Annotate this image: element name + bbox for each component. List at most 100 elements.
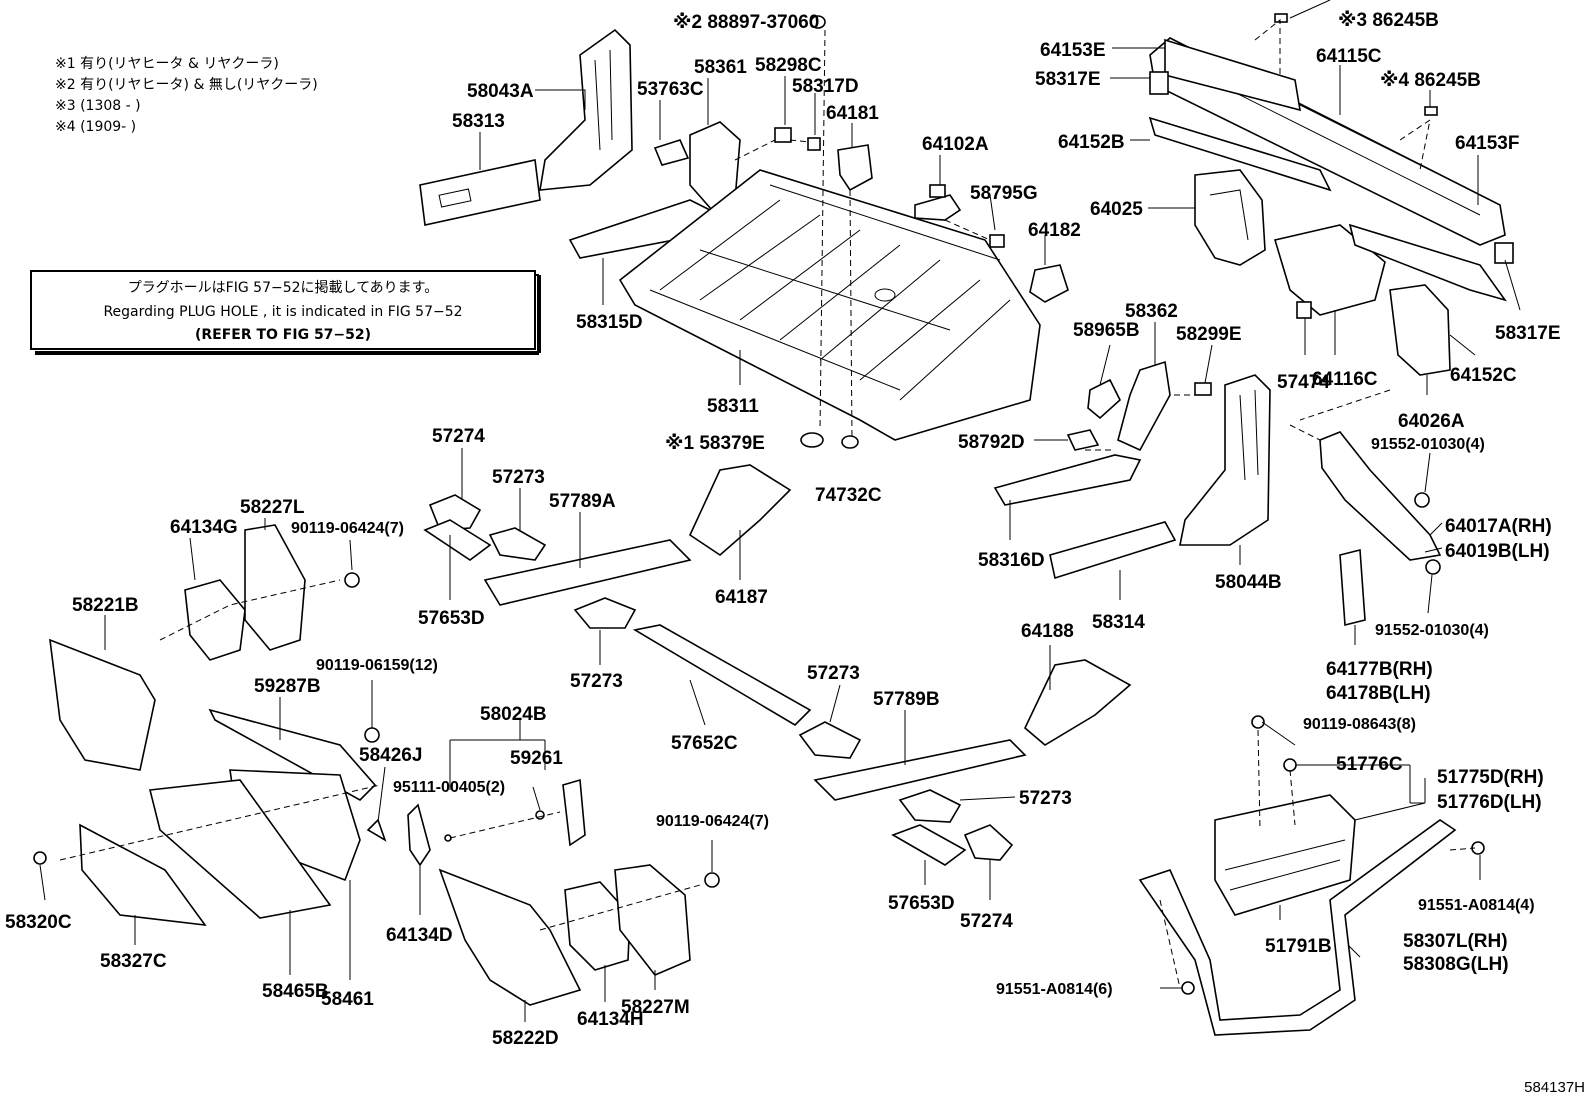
- part-64102a-shape: [914, 194, 962, 221]
- label-64116c: 64116C: [1312, 369, 1378, 390]
- part-58317e-b-shape: [1494, 242, 1514, 264]
- label-95111-00405: 95111-00405(2): [393, 779, 505, 796]
- part-57273-a-shape: [488, 527, 547, 561]
- part-58379e-shape: [800, 432, 824, 448]
- label-64178b-lh: 64178B(LH): [1326, 683, 1431, 704]
- label-57653d-a: 57653D: [418, 608, 485, 629]
- label-51791b: 51791B: [1265, 936, 1332, 957]
- label-58465b: 58465B: [262, 981, 329, 1002]
- part-58311-shape: [618, 169, 1041, 441]
- label-64188: 64188: [1021, 621, 1074, 642]
- label-58316d: 58316D: [978, 550, 1045, 571]
- label-58317d: 58317D: [792, 76, 859, 97]
- part-58320c-shape: [33, 851, 47, 865]
- assembly-lines: [59, 18, 1476, 989]
- part-53763c-shape: [653, 139, 690, 166]
- part-58792d-shape: [1066, 429, 1100, 451]
- part-57789b-shape: [813, 739, 1027, 801]
- part-58043a-shape: [539, 28, 633, 191]
- part-labels: ※2 88897-37060 ※3 86245B ※4 86245B ※1 58…: [5, 10, 1561, 1049]
- label-58315d: 58315D: [576, 312, 643, 333]
- label-90119-06424-a: 90119-06424(7): [291, 520, 404, 537]
- label-58795g: 58795G: [970, 183, 1038, 204]
- note-3: ※3 (1308 - ): [55, 98, 141, 114]
- label-58222d: 58222D: [492, 1028, 559, 1049]
- label-86245b-4: ※4 86245B: [1380, 70, 1481, 91]
- part-58221b-shape: [49, 638, 156, 771]
- part-58298c-shape: [774, 127, 792, 143]
- label-58314: 58314: [1092, 612, 1145, 633]
- part-58362-shape: [1117, 360, 1171, 452]
- part-64116c-shape: [1273, 224, 1386, 316]
- label-58024b: 58024B: [480, 704, 547, 725]
- part-57789a-shape: [483, 539, 692, 606]
- label-90119-08643: 90119-08643(8): [1303, 716, 1416, 733]
- reference-line-1: プラグホールはFIG 57−52に掲載してあります。: [128, 280, 439, 296]
- part-59261-shape: [562, 778, 586, 847]
- label-51775d-rh: 51775D(RH): [1437, 767, 1544, 788]
- part-58317d-shape: [807, 137, 821, 151]
- part-58316d-shape: [993, 454, 1142, 506]
- label-57273-b: 57273: [570, 671, 623, 692]
- label-58317e-b: 58317E: [1495, 323, 1561, 344]
- reference-line-2: Regarding PLUG HOLE , it is indicated in…: [103, 304, 462, 320]
- label-51776c: 51776C: [1336, 754, 1403, 775]
- part-57273-c-shape: [798, 721, 862, 759]
- reference-box: プラグホールはFIG 57−52に掲載してあります。 Regarding PLU…: [30, 270, 541, 355]
- label-58044b: 58044B: [1215, 572, 1282, 593]
- label-58227l: 58227L: [240, 497, 305, 518]
- part-64152b-shape: [1148, 116, 1332, 192]
- part-58426j-shape: [366, 818, 387, 842]
- part-64181-shape: [837, 144, 873, 192]
- label-57273-c: 57273: [807, 663, 860, 684]
- part-64134h-shape: [564, 881, 631, 971]
- label-58426j: 58426J: [359, 745, 422, 766]
- part-58317e-a-shape: [1149, 71, 1169, 95]
- part-64152c-shape: [1348, 223, 1507, 302]
- label-57789a: 57789A: [549, 491, 616, 512]
- label-90119-06159: 90119-06159(12): [316, 657, 438, 674]
- label-64019b-lh: 64019B(LH): [1445, 541, 1550, 562]
- part-58795g-shape: [989, 234, 1005, 248]
- label-88897-37060: ※2 88897-37060: [673, 12, 819, 33]
- label-64182: 64182: [1028, 220, 1081, 241]
- label-59261: 59261: [510, 748, 563, 769]
- label-86245b-3: ※3 86245B: [1338, 10, 1439, 31]
- label-64152c: 64152C: [1450, 365, 1517, 386]
- label-58379e: ※1 58379E: [665, 433, 765, 454]
- part-58307l-shape: [1138, 819, 1457, 1036]
- label-58299e: 58299E: [1176, 324, 1242, 345]
- label-57274-b: 57274: [960, 911, 1013, 932]
- part-58222d-shape: [438, 868, 582, 1006]
- label-64134d: 64134D: [386, 925, 453, 946]
- part-64182-shape: [1029, 264, 1069, 303]
- note-2: ※2 有り(リヤヒータ) & 無し(リヤクーラ): [55, 77, 318, 93]
- label-58227m: 58227M: [621, 997, 690, 1018]
- label-51776d-lh: 51776D(LH): [1437, 792, 1542, 813]
- part-58313-shape: [419, 159, 541, 226]
- part-64153e-shape: [1164, 38, 1301, 112]
- part-74732c-shape: [841, 435, 859, 449]
- note-1: ※1 有り(リヤヒータ & リヤクーラ): [55, 56, 279, 72]
- label-58320c: 58320C: [5, 912, 72, 933]
- leader-lines: [39, 0, 1521, 1022]
- label-91551-a0814-b: 91551-A0814(6): [996, 981, 1113, 998]
- label-58461: 58461: [321, 989, 374, 1010]
- part-57652c-shape: [632, 624, 812, 727]
- reference-line-3: (REFER TO FIG 57−52): [195, 327, 371, 343]
- label-64134h: 64134H: [577, 1009, 644, 1030]
- label-57273-d: 57273: [1019, 788, 1072, 809]
- label-57274-a: 57274: [432, 426, 485, 447]
- part-64017a-shape: [1319, 431, 1442, 561]
- label-58313: 58313: [452, 111, 505, 132]
- label-58043a: 58043A: [467, 81, 534, 102]
- part-58465b-shape: [149, 779, 332, 919]
- label-58308g-lh: 58308G(LH): [1403, 954, 1509, 975]
- label-58317e-a: 58317E: [1035, 69, 1101, 90]
- label-64177b-rh: 64177B(RH): [1326, 659, 1433, 680]
- label-64102a: 64102A: [922, 134, 989, 155]
- label-64153f: 64153F: [1455, 133, 1519, 154]
- label-58298c: 58298C: [755, 55, 822, 76]
- label-58327c: 58327C: [100, 951, 167, 972]
- part-64025-shape: [1194, 169, 1266, 266]
